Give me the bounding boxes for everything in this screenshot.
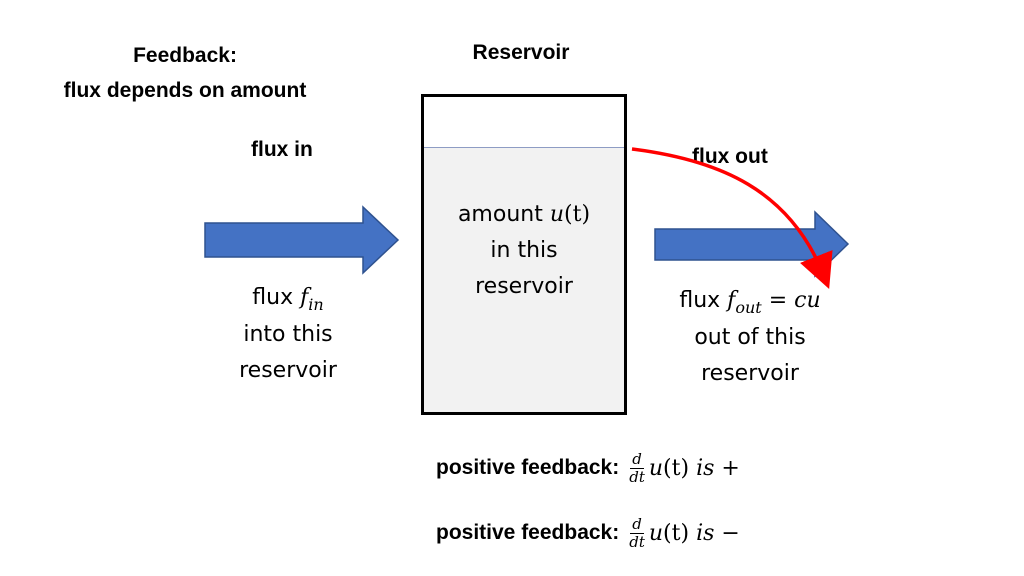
reservoir-title: Reservoir (472, 41, 570, 64)
feedback-title-line1: Feedback: (133, 44, 237, 67)
inflow-line2: into this (243, 322, 333, 347)
inflow-text: flux fin into this reservoir (200, 280, 376, 389)
inflow-flux-word: flux (252, 285, 294, 310)
derivative-expression: u(t) is + (649, 456, 740, 481)
is-word: is (696, 520, 715, 546)
fraction-denominator: dt (629, 467, 645, 486)
reservoir-text: amount u(t) in this reservoir (421, 197, 627, 305)
flux-out-label: flux out (692, 145, 768, 168)
is-word: is (696, 455, 715, 481)
function-arg: (t) (663, 455, 690, 481)
outflow-subscript: out (735, 298, 762, 317)
function-var: u (648, 455, 664, 481)
amount-word: amount (457, 202, 543, 227)
reservoir-line3: reservoir (475, 274, 573, 299)
inflow-variable: f (300, 285, 309, 310)
feedback-label: positive feedback: (436, 521, 620, 544)
inflow-subscript: in (308, 295, 324, 314)
fraction-denominator: dt (629, 532, 645, 551)
reservoir-amount-line: amount u(t) (421, 197, 627, 233)
feedback-title-line2: flux depends on amount (63, 79, 307, 102)
reservoir-water (424, 147, 624, 412)
inflow-line3: reservoir (239, 358, 337, 383)
outflow-equals: = (768, 288, 795, 313)
feedback-label: positive feedback: (436, 456, 620, 479)
sign-symbol: + (721, 455, 740, 481)
outflow-variable: f (727, 288, 736, 313)
reservoir-box (421, 94, 627, 415)
derivative-expression: u(t) is − (649, 521, 740, 546)
outflow-line1: flux fout = cu (652, 283, 848, 320)
amount-argument: (t) (564, 202, 591, 227)
function-var: u (648, 520, 664, 546)
amount-variable: u (549, 202, 565, 227)
sign-symbol: − (721, 520, 740, 546)
fraction-numerator: d (630, 514, 644, 534)
outflow-line2: out of this (694, 325, 806, 350)
reservoir-line2: in this (490, 238, 558, 263)
inflow-line1: flux fin (200, 280, 376, 317)
outflow-rhs: cu (794, 288, 821, 313)
inflow-arrow-icon (204, 205, 400, 275)
outflow-line3: reservoir (701, 361, 799, 386)
feedback-row-2: positive feedback: d dt u(t) is − (436, 507, 740, 559)
function-arg: (t) (663, 520, 690, 546)
outflow-text: flux fout = cu out of this reservoir (652, 283, 848, 392)
feedback-title: Feedback: flux depends on amount (20, 38, 350, 108)
feedback-curve-icon (631, 147, 833, 290)
feedback-row-1: positive feedback: d dt u(t) is + (436, 442, 740, 494)
fraction-numerator: d (630, 449, 644, 469)
outflow-flux-word: flux (679, 288, 721, 313)
derivative-fraction: d dt (627, 514, 647, 551)
derivative-fraction: d dt (627, 449, 647, 486)
flux-in-label: flux in (251, 138, 313, 161)
